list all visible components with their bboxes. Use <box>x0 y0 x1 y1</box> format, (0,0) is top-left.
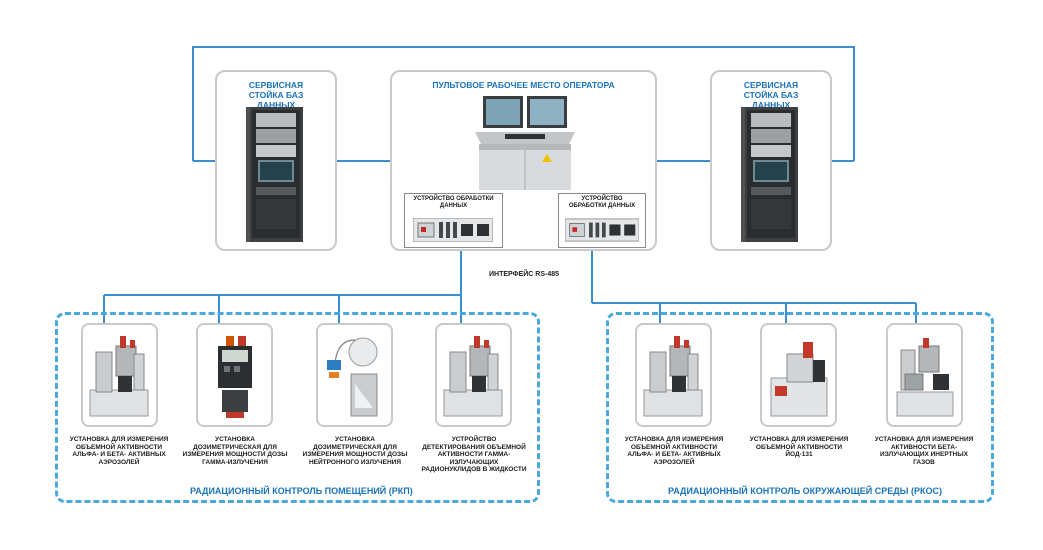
gamma-dosimeter-icon <box>218 336 252 418</box>
service-rack-right-title: СЕРВИСНАЯ СТОЙКА БАЗ ДАННЫХ <box>743 80 799 110</box>
service-rack-right-panel: СЕРВИСНАЯ СТОЙКА БАЗ ДАННЫХ <box>710 70 832 251</box>
interface-label: ИНТЕРФЕЙС RS-485 <box>489 271 560 278</box>
device-card-neutron-dose <box>316 323 393 427</box>
operator-console-icon <box>475 96 575 190</box>
processing-unit-icon <box>565 218 639 242</box>
device-caption-aerosol-alpha-beta: УСТАНОВКА ДЛЯ ИЗМЕРЕНИЯ ОБЪЕМНОЙ АКТИВНО… <box>69 436 169 466</box>
device-caption-iodine-131: УСТАНОВКА ДЛЯ ИЗМЕРЕНИЯ ОБЪЕМНОЙ АКТИВНО… <box>749 436 849 459</box>
inert-gas-monitor-icon <box>896 338 954 417</box>
aerosol-monitor-icon <box>643 336 703 417</box>
service-rack-left-title: СЕРВИСНАЯ СТОЙКА БАЗ ДАННЫХ <box>248 80 304 110</box>
device-card-aerosol-alpha-beta <box>81 323 158 427</box>
processing-unit-left-title: УСТРОЙСТВО ОБРАБОТКИ ДАННЫХ <box>413 196 494 209</box>
device-card-env-aerosol <box>635 323 712 427</box>
server-rack-icon <box>741 107 798 242</box>
device-caption-liquid-gamma: УСТРОЙСТВО ДЕТЕКТИРОВАНИЯ ОБЪЕМНОЙ АКТИВ… <box>421 436 527 474</box>
device-caption-neutron-dose: УСТАНОВКА ДОЗИМЕТРИЧЕСКАЯ ДЛЯ ИЗМЕРЕНИЯ … <box>302 436 408 466</box>
device-card-gamma-dose <box>196 323 273 427</box>
processing-unit-right-title: УСТРОЙСТВО ОБРАБОТКИ ДАННЫХ <box>568 196 636 209</box>
device-caption-env-aerosol: УСТАНОВКА ДЛЯ ИЗМЕРЕНИЯ ОБЪЕМНОЙ АКТИВНО… <box>624 436 724 466</box>
device-card-liquid-gamma <box>435 323 512 427</box>
operator-station-title: ПУЛЬТОВОЕ РАБОЧЕЕ МЕСТО ОПЕРАТОРА <box>432 80 615 90</box>
device-card-iodine-131 <box>760 323 837 427</box>
aerosol-monitor-icon <box>89 336 149 417</box>
liquid-gamma-detector-icon <box>443 336 503 417</box>
group-rooms <box>55 312 540 503</box>
neutron-dosimeter-icon <box>327 337 378 417</box>
group-environment-title: РАДИАЦИОННЫЙ КОНТРОЛЬ ОКРУЖАЮЩЕЙ СРЕДЫ (… <box>668 486 942 496</box>
server-rack-icon <box>246 107 303 242</box>
device-caption-gamma-dose: УСТАНОВКА ДОЗИМЕТРИЧЕСКАЯ ДЛЯ ИЗМЕРЕНИЯ … <box>182 436 288 466</box>
processing-unit-icon <box>413 218 493 242</box>
top-link-line <box>192 46 855 161</box>
group-environment <box>606 312 994 503</box>
processing-unit-left: УСТРОЙСТВО ОБРАБОТКИ ДАННЫХ <box>404 193 503 248</box>
processing-unit-right: УСТРОЙСТВО ОБРАБОТКИ ДАННЫХ <box>558 193 646 248</box>
device-caption-inert-gases: УСТАНОВКА ДЛЯ ИЗМЕРЕНИЯ АКТИВНОСТИ БЕТА-… <box>874 436 974 466</box>
device-card-inert-gases <box>886 323 963 427</box>
operator-station-panel: ПУЛЬТОВОЕ РАБОЧЕЕ МЕСТО ОПЕРАТОРА УСТРОЙ… <box>390 70 657 251</box>
iodine-monitor-icon <box>770 342 828 417</box>
group-rooms-title: РАДИАЦИОННЫЙ КОНТРОЛЬ ПОМЕЩЕНИЙ (РКП) <box>190 486 413 496</box>
service-rack-left-panel: СЕРВИСНАЯ СТОЙКА БАЗ ДАННЫХ <box>215 70 337 251</box>
